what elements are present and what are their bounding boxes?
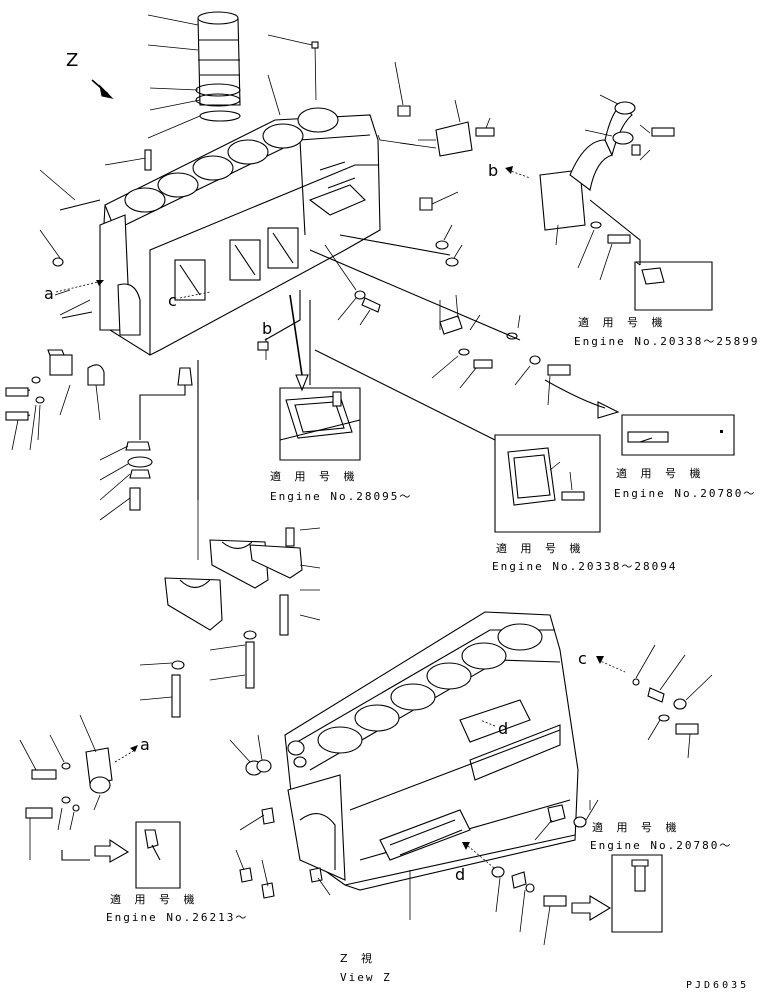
cover-plate-top <box>377 99 495 157</box>
oil-parts-center <box>99 360 199 521</box>
heading-25899: 適 用 号 機 <box>578 315 668 329</box>
left-fitting-group <box>5 349 105 451</box>
plug-parts-bottom <box>491 866 567 946</box>
leader-lines-top <box>39 14 404 316</box>
callout-c-bottom: c <box>578 649 587 668</box>
cylinder-block-view-z <box>284 611 579 891</box>
fitting-group-a <box>19 714 113 861</box>
arrow-to-inset-20780-bottom <box>571 895 612 921</box>
serial-note-26213: Engine No.26213～ <box>106 911 248 924</box>
side-fittings <box>309 191 571 406</box>
heading-20780-bottom: 適 用 号 機 <box>592 820 682 834</box>
inset-box-26213 <box>135 821 181 889</box>
callout-a-bottom: a <box>140 735 150 754</box>
callout-a-top: a <box>44 284 54 303</box>
figure-code: PJD6035 <box>686 980 749 991</box>
inset-box-20780-bottom <box>611 854 663 933</box>
heading-26213: 適 用 号 機 <box>110 892 200 906</box>
serial-note-28094: Engine No.20338～28094 <box>492 560 677 573</box>
inset-box-28095 <box>279 387 361 461</box>
callout-b-pipe: b <box>488 161 498 180</box>
view-caption-jp: Z 視 <box>340 951 377 965</box>
inset-box-20780-top <box>621 414 735 456</box>
cylinder-block-top <box>99 107 381 356</box>
serial-note-20780-top: Engine No.20780～ <box>614 487 756 500</box>
serial-note-20780-bottom: Engine No.20780～ <box>590 839 732 852</box>
heading-20780-top: 適 用 号 機 <box>616 466 706 480</box>
cylinder-liner <box>195 11 241 122</box>
sensor-parts-right <box>632 644 713 759</box>
arrow-to-inset-20780-top <box>544 379 606 409</box>
leader-to-inset-28094 <box>314 349 496 441</box>
serial-note-28095: Engine No.28095～ <box>270 490 412 503</box>
arrow-to-inset-26213 <box>94 838 130 863</box>
heading-28094: 適 用 号 機 <box>496 541 586 555</box>
small-parts-top-left <box>52 41 411 319</box>
callout-c-top: c <box>168 291 177 310</box>
callout-b-block: b <box>262 319 272 338</box>
water-pipe-assembly <box>539 94 713 311</box>
main-bearing-caps <box>139 500 321 718</box>
callout-d-view: d <box>498 719 508 738</box>
view-z-label: Z <box>66 50 78 71</box>
arrow-to-inset-28095 <box>289 294 303 376</box>
heading-28095: 適 用 号 機 <box>270 469 360 483</box>
view-z-loose-parts <box>229 734 599 920</box>
inset-box-28094 <box>494 434 601 533</box>
callout-d-bottom: d <box>455 865 465 884</box>
view-caption-en: View Z <box>340 971 392 984</box>
serial-note-25899: Engine No.20338～25899 <box>574 335 759 348</box>
